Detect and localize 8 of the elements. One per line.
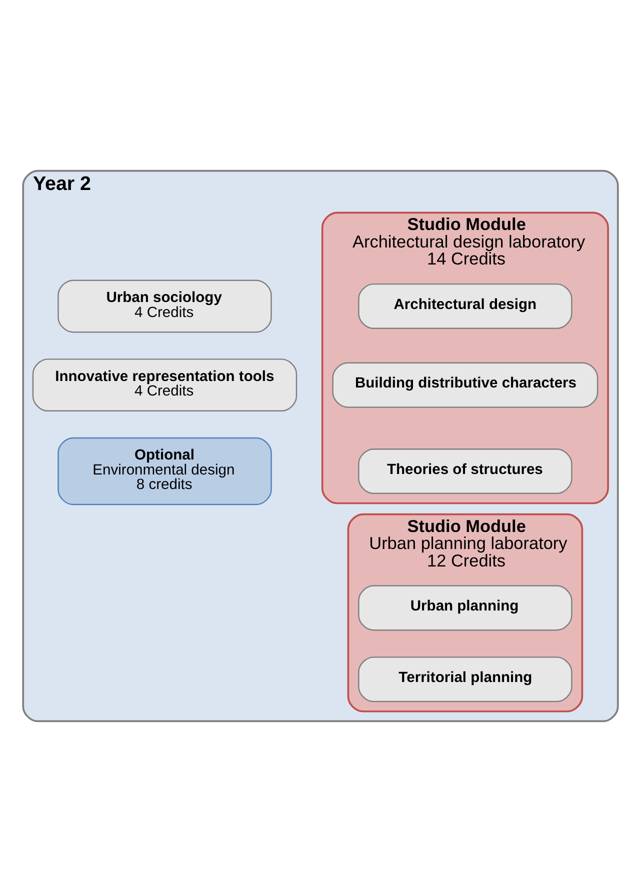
node-box: Urban sociology 4 Credits (58, 279, 272, 332)
node-box: Urban planning (358, 584, 572, 630)
node-box: Territorial planning (358, 656, 572, 702)
node-box: Architectural design (358, 282, 572, 329)
node-box: Building distributive characters (332, 362, 598, 408)
node-box: Optional Environmental design 8 credits (58, 436, 272, 505)
node-box: Theories of structures (358, 448, 572, 494)
node-box: Innovative representation tools 4 Credits (32, 358, 298, 412)
